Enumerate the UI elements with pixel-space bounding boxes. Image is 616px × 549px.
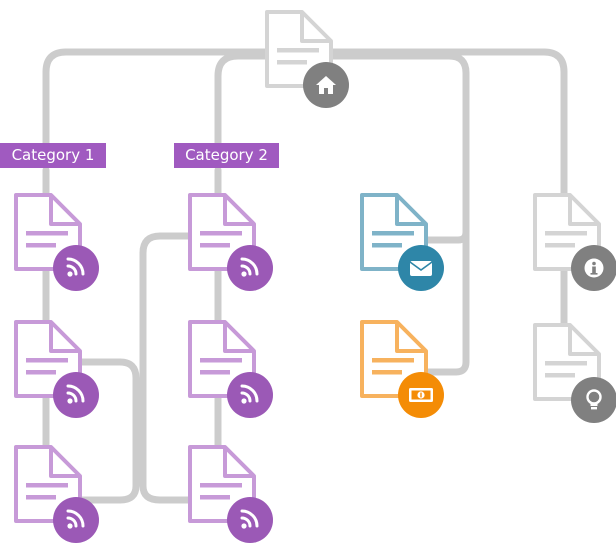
- category-2-label: Category 2: [174, 143, 279, 168]
- rss-icon: [227, 372, 273, 418]
- rss-icon: [227, 497, 273, 543]
- money-icon: [398, 372, 444, 418]
- rss-icon: [53, 497, 99, 543]
- category-1-page-2: [14, 320, 99, 418]
- connector-link-money: [418, 228, 470, 376]
- pricing-page: [360, 320, 444, 418]
- rss-icon: [53, 372, 99, 418]
- contact-page: [360, 193, 444, 291]
- envelope-icon: [398, 245, 444, 291]
- category-2-page-2: [188, 320, 273, 418]
- connector-loop-category-1: [66, 358, 140, 504]
- info-icon: [571, 245, 616, 291]
- category-1-page-3: [14, 445, 99, 543]
- idea-page: [533, 323, 616, 423]
- home-icon: [303, 62, 349, 108]
- home-page: [265, 10, 349, 108]
- connector-loop-category-2: [139, 232, 196, 504]
- category-2-page-3: [188, 445, 273, 543]
- category-2-page-1: [188, 193, 273, 291]
- info-page: [533, 193, 616, 291]
- lightbulb-icon: [571, 377, 616, 423]
- rss-icon: [227, 245, 273, 291]
- rss-icon: [53, 245, 99, 291]
- document-icon: [533, 323, 601, 401]
- page-nodes: [14, 10, 616, 543]
- category-1-label: Category 1: [0, 143, 106, 168]
- category-1-page-1: [14, 193, 99, 291]
- connector-lines: [42, 48, 568, 504]
